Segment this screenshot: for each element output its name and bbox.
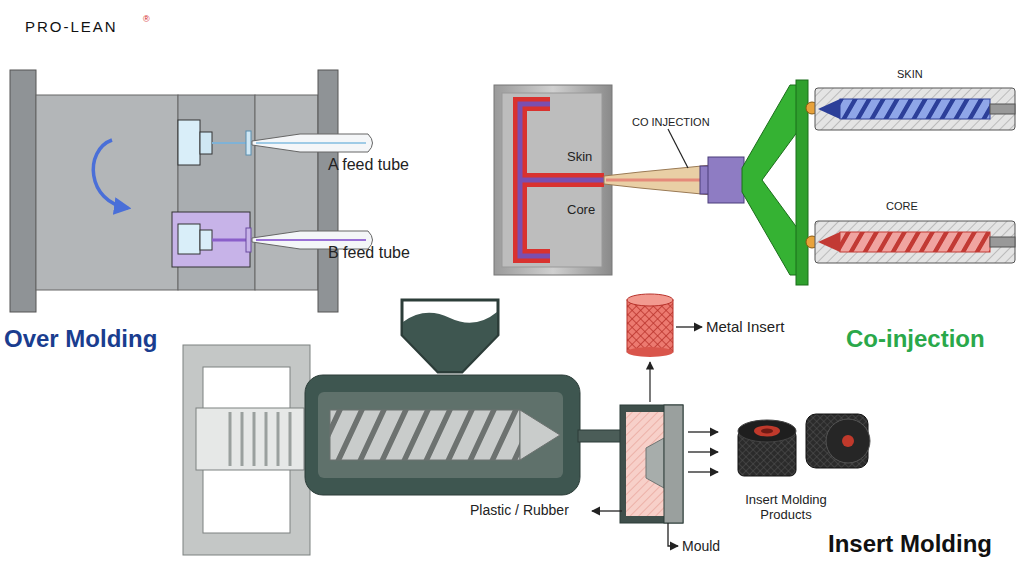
clamp-frame: [183, 345, 310, 555]
sprue: [212, 239, 248, 242]
leader-arrow: [668, 523, 678, 546]
unit-label: SKIN: [897, 68, 923, 81]
cap-hole: [761, 429, 773, 434]
barrel: [815, 88, 1015, 130]
hopper-material: [403, 312, 497, 371]
insert-top: [627, 294, 673, 306]
section-heading: Insert Molding: [828, 530, 992, 558]
part-a: [200, 132, 212, 154]
metal-insert: [627, 300, 673, 352]
screw: [330, 410, 520, 460]
mould-core: [646, 438, 664, 488]
screw-tip: [818, 232, 840, 252]
flange: [246, 131, 251, 155]
cavity-b: [172, 212, 250, 267]
product-label: Insert Molding Products: [730, 493, 842, 523]
platen: [10, 70, 36, 312]
rotation-arrow: [93, 140, 128, 208]
layer-label: Skin: [567, 150, 592, 165]
flange: [246, 228, 251, 252]
mold-plate: [255, 95, 318, 290]
registered-mark: ®: [143, 14, 150, 24]
output-arrow: [688, 471, 718, 472]
leader-arrow: [676, 326, 702, 327]
screw-tip: [818, 99, 840, 119]
feed-material: [256, 239, 366, 241]
nozzle-block: [708, 157, 744, 203]
barrel-bore: [318, 392, 563, 478]
nozzle: [578, 430, 623, 442]
part-label: Plastic / Rubber: [470, 502, 569, 518]
output-arrow: [688, 431, 718, 432]
cap-insert: [754, 426, 780, 437]
feed-tube-label: B feed tube: [328, 244, 410, 262]
insert-molding-machine: [183, 294, 870, 555]
clamp-cylinder: [196, 408, 304, 470]
part-a: [200, 230, 212, 250]
screw-tip: [520, 410, 560, 460]
section-heading: Co-injection: [846, 325, 985, 353]
feed-tube: [252, 134, 373, 152]
mould-plate: [664, 405, 683, 523]
core-layer: [520, 104, 604, 256]
coinjection-machine: [494, 80, 1015, 285]
output-arrow: [688, 451, 718, 452]
part-label: Metal Insert: [706, 318, 784, 335]
insert-arrow: [649, 362, 650, 402]
part-label: Mould: [682, 538, 720, 554]
brand-logo: PRO-LEAN: [25, 18, 118, 35]
section-heading: Over Molding: [4, 325, 157, 353]
core-flow: [606, 179, 712, 182]
leader-line: [668, 129, 688, 168]
screw-shaft: [990, 237, 1015, 247]
barrel: [815, 221, 1015, 263]
sprue: [212, 142, 248, 144]
mold-photo: [494, 85, 612, 275]
feed-material: [256, 142, 366, 144]
rotating-plate: [36, 95, 178, 290]
callout-label: CO INJECTION: [632, 116, 710, 129]
part-a: [178, 224, 200, 254]
layer-label: Core: [567, 203, 595, 218]
mould: [620, 405, 683, 523]
nozzle: [604, 165, 712, 195]
overmold-machine: [10, 70, 373, 312]
hopper: [402, 300, 498, 372]
insert-bottom: [627, 347, 673, 357]
screw-shaft: [990, 104, 1015, 114]
mould-cavity: [626, 412, 664, 516]
cap-face: [826, 419, 870, 463]
cap-face: [738, 420, 796, 442]
skin-screw: [840, 99, 990, 119]
cavity-a: [178, 120, 200, 165]
cylinder-ribs: [230, 412, 290, 466]
leader-arrow: [592, 510, 622, 511]
core-screw: [840, 232, 990, 252]
cap-insert: [842, 435, 854, 447]
barrel: [305, 375, 580, 495]
skin-layer: [520, 104, 604, 256]
unit-label: CORE: [886, 200, 918, 213]
platen: [318, 70, 338, 312]
feed-tube-label: A feed tube: [328, 156, 409, 174]
